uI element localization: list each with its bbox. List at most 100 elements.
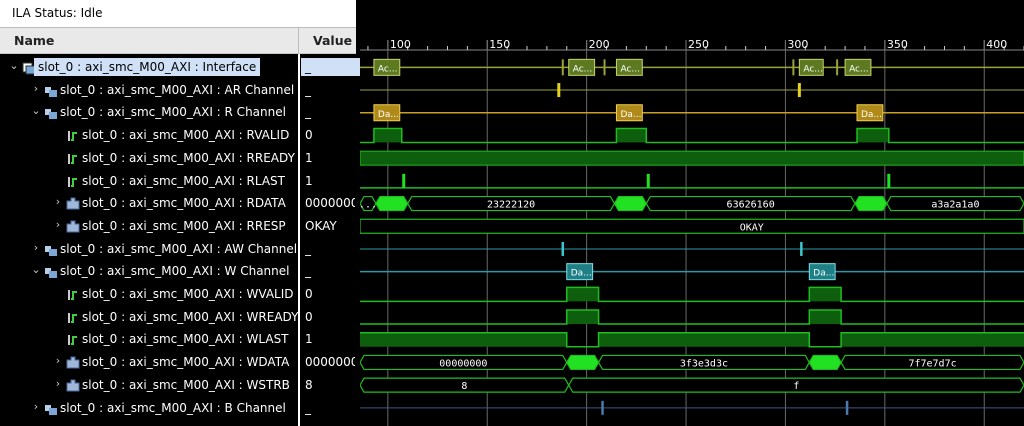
tree-row[interactable]: ⌄ slot_0 : axi_smc_M00_AXI : R Channel _ [0, 101, 356, 123]
transaction-box [798, 58, 824, 76]
wdata-segment [566, 354, 600, 371]
signal-value: _ [305, 241, 311, 256]
bus-icon [66, 378, 80, 392]
wlast-high-fill [598, 332, 810, 347]
signal-name: slot_0 : axi_smc_M00_AXI : RRESP [82, 218, 286, 233]
w-transaction-box [808, 263, 836, 281]
chevron-right-icon[interactable]: › [55, 217, 61, 231]
signal-value: 1 [305, 332, 313, 347]
wdata-segment [808, 354, 842, 371]
ruler-tick-label: 100 [390, 38, 411, 51]
signal-icon [66, 128, 80, 142]
wstrb-value-label: 8 [461, 381, 467, 392]
rdata-segment [375, 195, 409, 212]
name-column-header[interactable]: Name [14, 33, 55, 48]
signal-icon [66, 332, 80, 346]
chevron-right-icon[interactable]: › [55, 354, 61, 368]
signal-icon [66, 174, 80, 188]
tree-header: Name Value [0, 28, 356, 54]
interface-icon [22, 60, 36, 75]
bus-icon [66, 196, 80, 210]
rdata-segment [854, 195, 888, 212]
signal-name: slot_0 : axi_smc_M00_AXI : WDATA [82, 355, 290, 370]
column-divider[interactable] [298, 28, 299, 54]
tree-row[interactable]: slot_0 : axi_smc_M00_AXI : WLAST 1 [0, 328, 356, 350]
value-column-header[interactable]: Value [313, 33, 353, 48]
value-column-separator [298, 54, 300, 426]
tree-row[interactable]: ⌄slot_0 : axi_smc_M00_AXI : Interface_ [0, 56, 360, 78]
wlast-high-fill [360, 332, 567, 347]
transaction-box [844, 58, 872, 76]
signal-name: slot_0 : axi_smc_M00_AXI : WLAST [82, 332, 289, 347]
ruler-tick-label: 150 [489, 38, 510, 51]
chevron-down-icon[interactable]: ⌄ [31, 104, 41, 118]
wvalid-high-fill [566, 287, 599, 302]
wvalid-wave [360, 286, 1024, 303]
rdata-value-label: 63626160 [727, 200, 775, 211]
signal-value: 00000000 [305, 196, 355, 211]
bus-icon [66, 355, 80, 369]
rvalid-high-fill [373, 128, 402, 143]
chevron-right-icon[interactable]: › [33, 240, 39, 254]
tree-row[interactable]: slot_0 : axi_smc_M00_AXI : WREADY 0 [0, 306, 356, 328]
wdata-value-label: 00000000 [439, 358, 487, 369]
signal-tree-panel: ILA Status: Idle Name Value ⌄slot_0 : ax… [0, 0, 360, 426]
tree-row[interactable]: ›slot_0 : axi_smc_M00_AXI : B Channel_ [0, 397, 356, 419]
signal-name: slot_0 : axi_smc_M00_AXI : WREADY [82, 309, 299, 324]
ruler-tick-label: 300 [787, 38, 808, 51]
wlast-wave [360, 332, 1024, 348]
chevron-right-icon[interactable]: › [55, 195, 61, 209]
w-transaction-label: Da... [813, 269, 834, 279]
signal-value: 1 [305, 173, 313, 188]
signal-value: 0 [305, 128, 313, 143]
wlast-high-fill [841, 332, 1024, 347]
tree-row[interactable]: ›slot_0 : axi_smc_M00_AXI : AR Channel_ [0, 79, 356, 101]
ruler-tick-label: 200 [589, 38, 610, 51]
wstrb-value-label: f [793, 381, 799, 392]
r-transaction-box [615, 104, 643, 122]
signal-icon [66, 310, 80, 324]
tree-row[interactable]: ›slot_0 : axi_smc_M00_AXI : AW Channel_ [0, 238, 356, 260]
tree-row[interactable]: ⌄ slot_0 : axi_smc_M00_AXI : W Channel _ [0, 260, 356, 282]
r-transaction-box [373, 104, 401, 122]
chevron-down-icon[interactable]: ⌄ [9, 59, 19, 72]
transaction-label: Ac... [849, 64, 869, 74]
bus-icon [66, 219, 80, 233]
wready-high-fill [566, 310, 599, 325]
signal-name: slot_0 : axi_smc_M00_AXI : R Channel [60, 105, 286, 120]
signal-value: _ [305, 264, 311, 279]
chevron-down-icon[interactable]: ⌄ [31, 263, 41, 277]
r-transaction-label: Da... [620, 110, 641, 120]
signal-value: _ [305, 105, 311, 120]
chevron-right-icon[interactable]: › [33, 81, 39, 95]
signal-name: slot_0 : axi_smc_M00_AXI : W Channel [60, 264, 290, 279]
rdata-value-label: ... [360, 200, 377, 211]
rresp-segment [360, 218, 1024, 234]
r-transaction-label: Da... [378, 110, 399, 120]
channel-icon [44, 264, 58, 279]
rdata-value-label: 23222120 [487, 200, 535, 211]
r-transaction-box [856, 104, 884, 122]
signal-value: 0 [305, 287, 313, 301]
signal-name: slot_0 : axi_smc_M00_AXI : WSTRB [82, 377, 290, 392]
signal-value: 0 [305, 309, 313, 324]
rvalid-high-fill [616, 128, 647, 143]
tree-row[interactable]: slot_0 : axi_smc_M00_AXI : RLAST 1 [0, 170, 356, 192]
rready-high-region [360, 150, 1024, 166]
w-transaction-label: Da... [571, 269, 592, 279]
chevron-right-icon[interactable]: › [33, 399, 39, 413]
signal-name: slot_0 : axi_smc_M00_AXI : RLAST [82, 173, 285, 188]
wdata-segment [840, 354, 1024, 371]
chevron-right-icon[interactable]: › [55, 376, 61, 390]
w-transaction-box [566, 263, 594, 281]
rdata-segment [613, 195, 647, 212]
wstrb-segment [568, 377, 1024, 393]
